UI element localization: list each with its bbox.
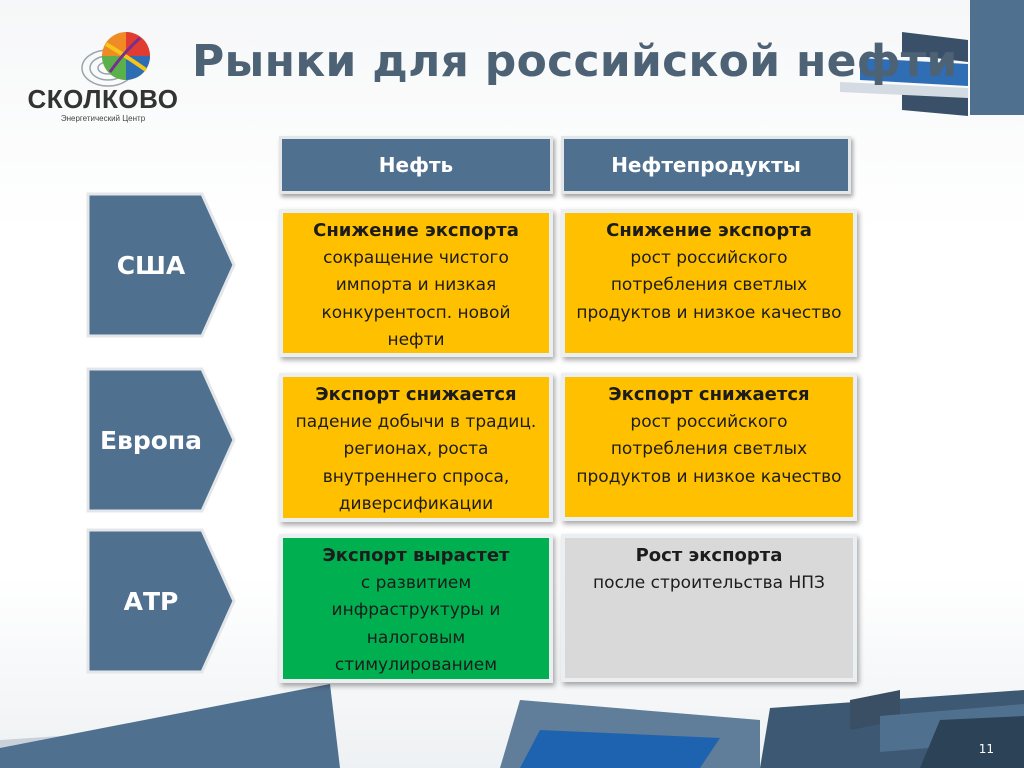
cell-europe-oil: Экспорт снижается падение добычи в тради… <box>279 373 553 522</box>
cell-apr-oil-products: Рост экспорта после строительства НПЗ <box>561 534 857 682</box>
cell-heading: Рост экспорта <box>635 545 783 566</box>
cell-europe-oil-products: Экспорт снижается рост российского потре… <box>561 373 857 521</box>
cell-usa-oil: Снижение экспорта сокращение чистого имп… <box>279 209 553 357</box>
logo-subtitle: Энергетический Центр <box>60 114 146 123</box>
region-label: АТР <box>123 586 179 616</box>
region-label: США <box>116 250 186 280</box>
chevron-arrow-icon <box>86 367 236 513</box>
cell-text: падение добычи в традиц. регионах, роста… <box>295 411 537 515</box>
corner-decoration-bottom <box>0 684 1024 768</box>
page-title: Рынки для российской нефти <box>192 36 958 87</box>
cell-heading: Экспорт снижается <box>608 384 810 405</box>
page-number: 11 <box>978 742 994 756</box>
cell-text: рост российского потребления светлых про… <box>576 411 842 487</box>
cell-heading: Экспорт снижается <box>315 384 517 405</box>
cell-text: сокращение чистого импорта и низкая конк… <box>321 247 511 351</box>
chevron-arrow-icon <box>86 192 236 338</box>
cell-heading: Снижение экспорта <box>606 220 812 241</box>
skolkovo-globe-icon <box>81 32 150 87</box>
cell-heading: Экспорт вырастет <box>322 545 510 566</box>
cell-text: после строительства НПЗ <box>593 572 825 593</box>
logo: СКОЛКОВО Энергетический Центр <box>18 22 188 132</box>
cell-heading: Снижение экспорта <box>313 220 519 241</box>
cell-apr-oil: Экспорт вырастет с развитием инфраструкт… <box>279 534 553 683</box>
column-header-oil-products: Нефтепродукты <box>561 136 851 194</box>
region-europe: Европа <box>86 367 236 513</box>
region-apr: АТР <box>86 528 236 674</box>
column-header-oil: Нефть <box>279 136 553 194</box>
cell-usa-oil-products: Снижение экспорта рост российского потре… <box>561 209 857 357</box>
region-label: Европа <box>99 425 203 455</box>
logo-wordmark: СКОЛКОВО <box>27 84 179 114</box>
region-usa: США <box>86 192 236 338</box>
corner-decoration-top <box>840 0 1024 116</box>
cell-text: рост российского потребления светлых про… <box>576 247 842 323</box>
chevron-arrow-icon <box>86 528 236 674</box>
cell-text: с развитием инфраструктуры и налоговым с… <box>331 572 501 676</box>
